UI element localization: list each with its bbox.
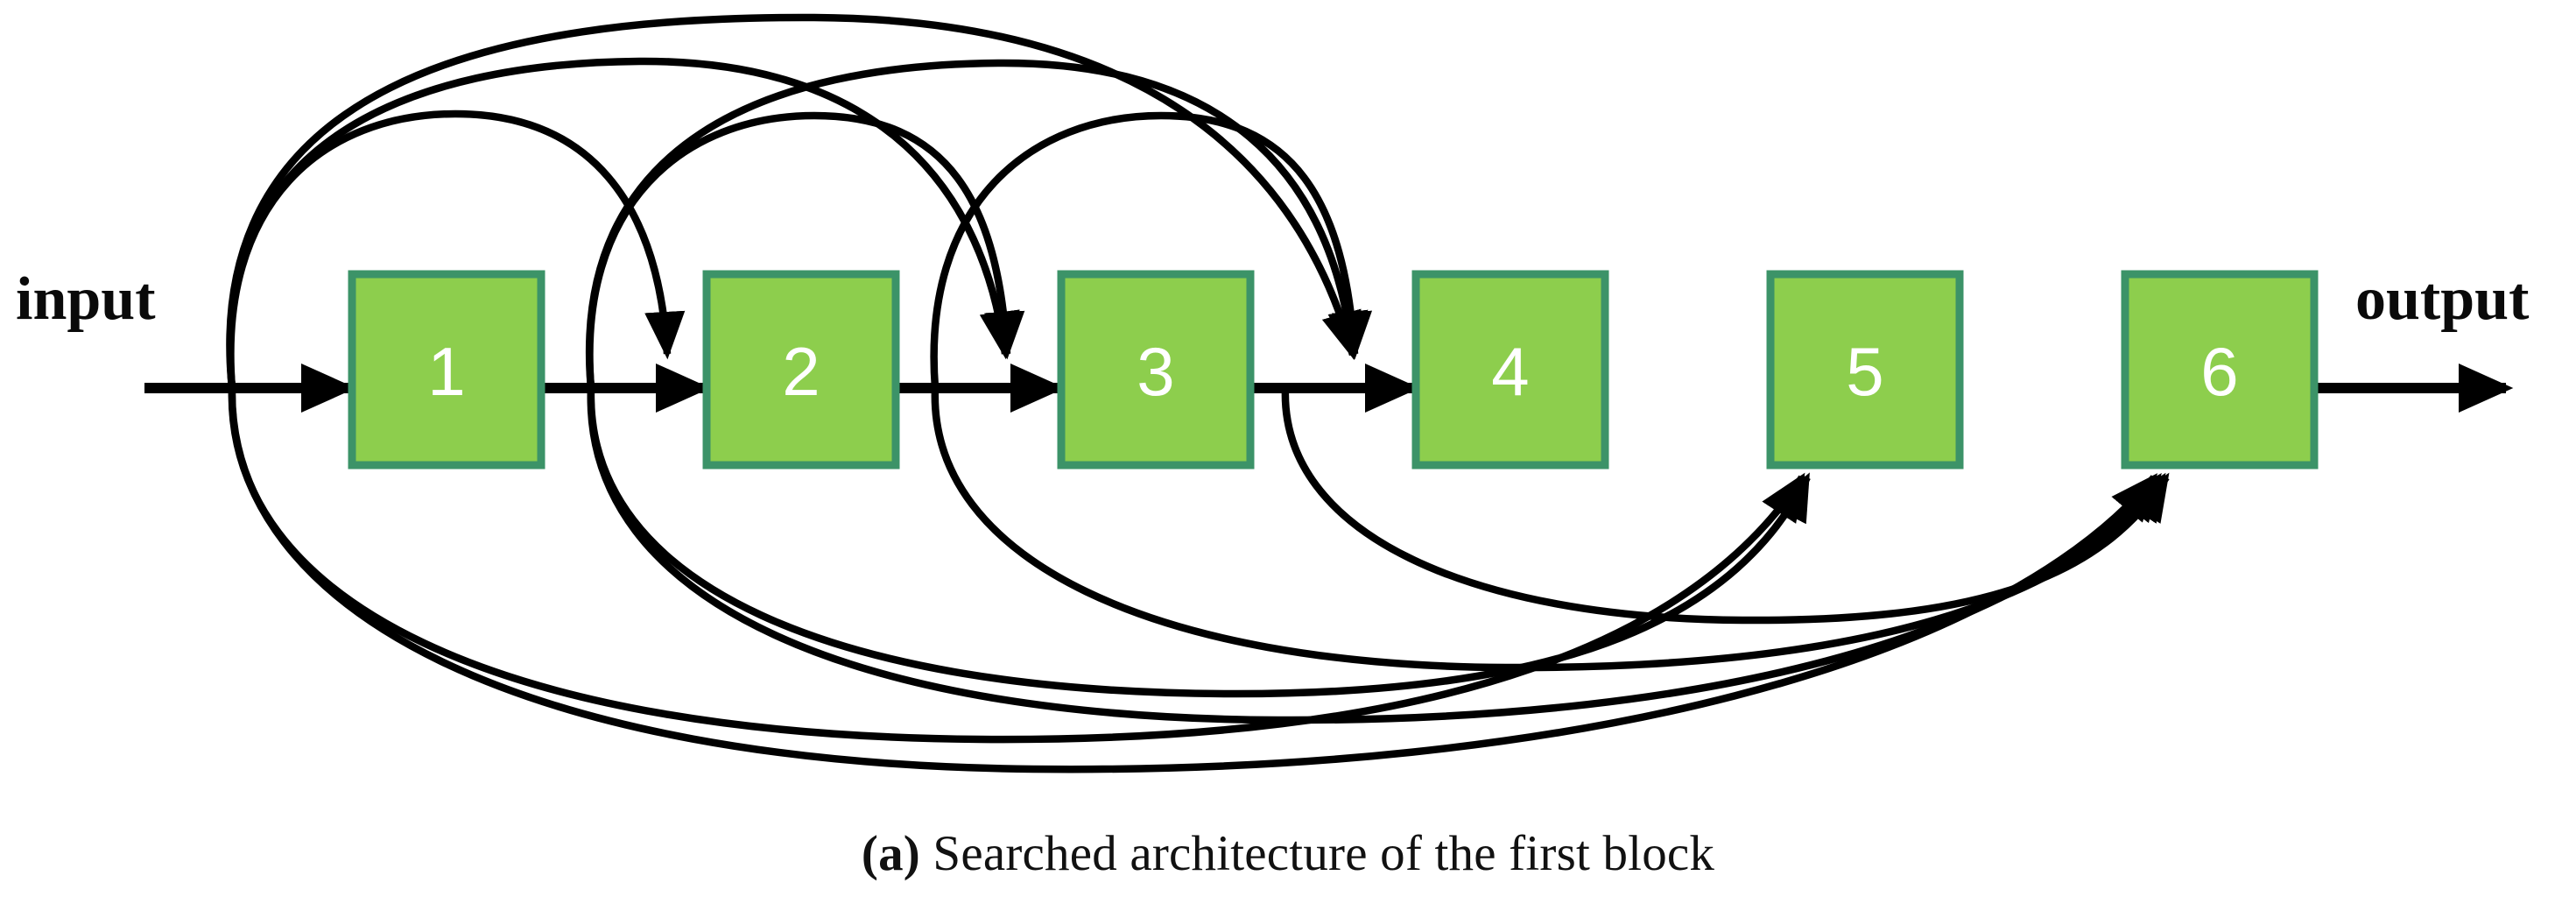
arc-input-to-5: [228, 387, 1805, 744]
node-2-box[interactable]: [702, 270, 900, 470]
node-1-label: 1: [427, 333, 465, 410]
arcs-below: [228, 387, 2170, 773]
arc-input-to-4: [226, 13, 1362, 389]
node-4-box[interactable]: [1411, 270, 1609, 470]
arc-input-to-2: [227, 109, 686, 389]
figure-caption: (a) Searched architecture of the first b…: [0, 825, 2576, 882]
node-6[interactable]: 6: [2121, 270, 2319, 470]
caption-prefix: (a): [861, 826, 920, 881]
node-4[interactable]: 4: [1411, 270, 1609, 470]
output-label: output: [2355, 265, 2529, 333]
node-6-label: 6: [2200, 333, 2238, 410]
node-5-box[interactable]: [1766, 270, 1964, 470]
node-4-label: 4: [1491, 333, 1529, 410]
input-label: input: [16, 265, 156, 333]
arc-1-to-5: [587, 387, 1811, 698]
node-6-box[interactable]: [2121, 270, 2319, 470]
node-3-label: 3: [1137, 333, 1174, 410]
arc-3-to-6: [1281, 387, 2170, 625]
node-1[interactable]: 1: [348, 270, 545, 470]
arcs-above: [226, 13, 1373, 389]
node-5-label: 5: [1846, 333, 1883, 410]
arc-1-to-3: [586, 111, 1025, 389]
node-3[interactable]: 3: [1057, 270, 1255, 470]
caption-text: Searched architecture of the first block: [933, 826, 1715, 881]
node-2[interactable]: 2: [702, 270, 900, 470]
arc-2-to-4: [930, 111, 1373, 389]
node-2-label: 2: [782, 333, 820, 410]
node-3-box[interactable]: [1057, 270, 1255, 470]
node-1-box[interactable]: [348, 270, 545, 470]
node-5[interactable]: 5: [1766, 270, 1964, 470]
